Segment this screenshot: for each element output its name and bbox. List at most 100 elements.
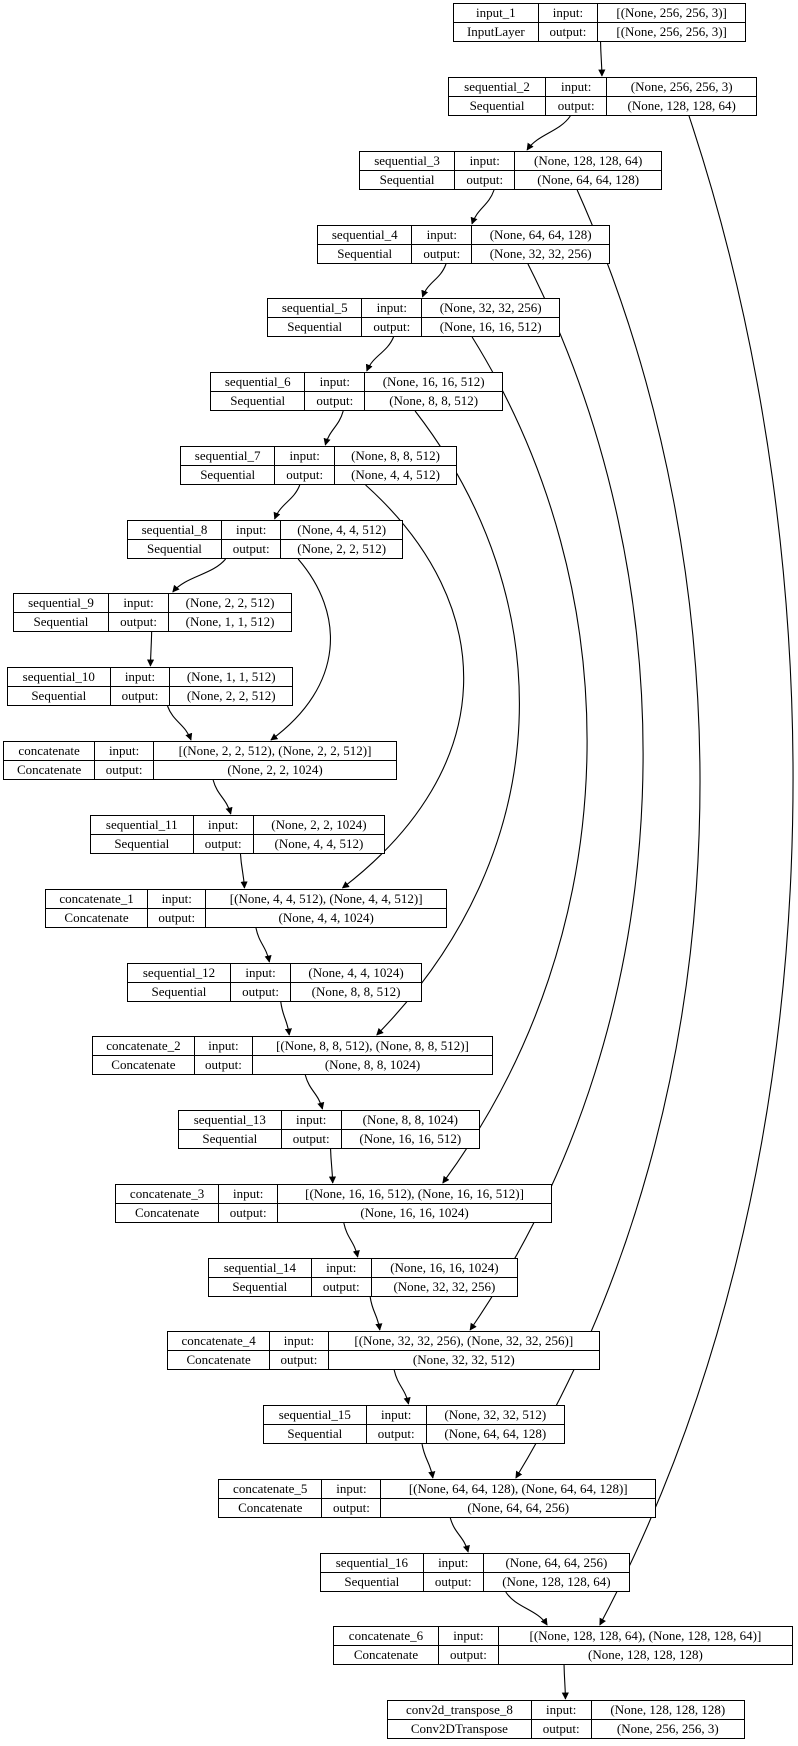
output-shape-cell: (None, 256, 256, 3): [590, 1719, 746, 1739]
layer-type-cell: Sequential: [263, 1424, 367, 1444]
input-shape-cell: (None, 64, 64, 128): [471, 225, 610, 245]
output-shape-cell: (None, 4, 4, 512): [252, 834, 386, 854]
input-label-cell: input:: [545, 77, 608, 97]
layer-name-cell: sequential_8: [127, 520, 222, 540]
edge-sequential_5-to-concatenate_3: [442, 336, 588, 1184]
layer-type-cell: Concatenate: [2, 760, 96, 780]
layer-name-cell: concatenate_3: [114, 1184, 220, 1204]
output-shape-cell: (None, 32, 32, 256): [370, 1277, 519, 1297]
output-label-cell: output:: [422, 1572, 484, 1592]
input-shape-cell: [(None, 2, 2, 512), (None, 2, 2, 512)]: [153, 741, 397, 761]
layer-name-cell: sequential_13: [178, 1110, 282, 1130]
edge-sequential_10-to-concatenate: [166, 705, 193, 741]
output-label-cell: output:: [280, 1129, 342, 1149]
edge-sequential_2-to-concatenate_6: [599, 115, 794, 1626]
edge-sequential_2-to-sequential_3: [526, 115, 571, 151]
output-shape-cell: (None, 16, 16, 1024): [277, 1203, 552, 1223]
output-label-cell: output:: [310, 1277, 372, 1297]
edge-sequential_8-to-sequential_9: [172, 558, 227, 593]
layer-name-cell: input_1: [453, 3, 539, 23]
output-shape-cell: (None, 2, 2, 512): [169, 686, 293, 706]
layer-name-cell: sequential_7: [179, 446, 276, 466]
layer-type-cell: Concatenate: [166, 1350, 271, 1370]
input-label-cell: input:: [537, 3, 599, 23]
layer-type-cell: Concatenate: [217, 1498, 323, 1518]
layer-name-cell: sequential_5: [266, 298, 363, 318]
output-shape-cell: (None, 2, 2, 512): [280, 539, 403, 559]
input-label-cell: input:: [229, 963, 292, 983]
edge-sequential_7-to-sequential_8: [273, 484, 301, 520]
edge-concatenate_1-to-sequential_12: [255, 927, 272, 963]
layer-type-cell: Sequential: [358, 170, 456, 190]
output-label-cell: output:: [274, 465, 335, 485]
layer-name-cell: sequential_10: [7, 667, 111, 687]
layer-type-cell: Sequential: [447, 96, 547, 116]
layer-name-cell: sequential_4: [316, 225, 413, 245]
edge-sequential_12-to-concatenate_2: [280, 1001, 292, 1036]
edge-sequential_6-to-sequential_7: [323, 410, 344, 446]
input-label-cell: input:: [193, 1036, 253, 1056]
layer-type-cell: Concatenate: [44, 908, 149, 928]
output-shape-cell: (None, 64, 64, 256): [380, 1498, 656, 1518]
output-shape-cell: (None, 128, 128, 64): [606, 96, 757, 116]
input-shape-cell: (None, 128, 128, 64): [514, 151, 662, 171]
input-label-cell: input:: [274, 446, 335, 466]
edge-sequential_3-to-concatenate_5: [515, 189, 701, 1479]
output-label-cell: output:: [147, 908, 207, 928]
input-shape-cell: (None, 128, 128, 128): [590, 1700, 746, 1720]
edge-sequential_4-to-concatenate_4: [469, 263, 644, 1331]
output-label-cell: output:: [218, 1203, 279, 1223]
input-shape-cell: (None, 16, 16, 1024): [370, 1258, 519, 1278]
input-label-cell: input:: [321, 1479, 382, 1499]
layer-name-cell: concatenate_4: [166, 1331, 271, 1351]
edge-sequential_15-to-concatenate_5: [421, 1443, 436, 1479]
output-shape-cell: (None, 8, 8, 512): [364, 391, 503, 411]
input-label-cell: input:: [437, 1626, 499, 1646]
layer-name-cell: sequential_16: [320, 1553, 424, 1573]
edge-sequential_3-to-sequential_4: [470, 189, 495, 225]
output-label-cell: output:: [193, 1055, 253, 1075]
output-label-cell: output:: [109, 686, 171, 706]
input-label-cell: input:: [147, 889, 207, 909]
layer-name-cell: sequential_14: [208, 1258, 312, 1278]
edge-concatenate_6-to-conv2d_transpose_8: [561, 1664, 569, 1700]
input-label-cell: input:: [411, 225, 473, 245]
input-shape-cell: (None, 4, 4, 1024): [290, 963, 422, 983]
edge-sequential_9-to-sequential_10: [146, 631, 155, 667]
input-shape-cell: [(None, 8, 8, 512), (None, 8, 8, 512)]: [251, 1036, 494, 1056]
edge-sequential_16-to-concatenate_6: [505, 1591, 548, 1626]
layer-name-cell: concatenate_2: [92, 1036, 195, 1056]
edge-sequential_14-to-concatenate_4: [369, 1296, 383, 1331]
layer-type-cell: Sequential: [13, 612, 109, 632]
edge-sequential_11-to-concatenate_1: [239, 853, 248, 889]
output-label-cell: output:: [365, 1424, 427, 1444]
input-shape-cell: (None, 16, 16, 512): [364, 372, 503, 392]
output-label-cell: output:: [220, 539, 282, 559]
input-shape-cell: (None, 4, 4, 512): [280, 520, 403, 540]
output-label-cell: output:: [94, 760, 155, 780]
input-shape-cell: (None, 2, 2, 512): [168, 593, 292, 613]
output-label-cell: output:: [269, 1350, 329, 1370]
layer-type-cell: InputLayer: [453, 22, 539, 42]
output-shape-cell: (None, 4, 4, 1024): [205, 908, 447, 928]
input-shape-cell: (None, 1, 1, 512): [169, 667, 293, 687]
input-label-cell: input:: [269, 1331, 329, 1351]
output-label-cell: output:: [537, 22, 599, 42]
output-shape-cell: (None, 128, 128, 128): [497, 1645, 794, 1665]
input-label-cell: input:: [304, 372, 366, 392]
output-shape-cell: (None, 4, 4, 512): [334, 465, 457, 485]
